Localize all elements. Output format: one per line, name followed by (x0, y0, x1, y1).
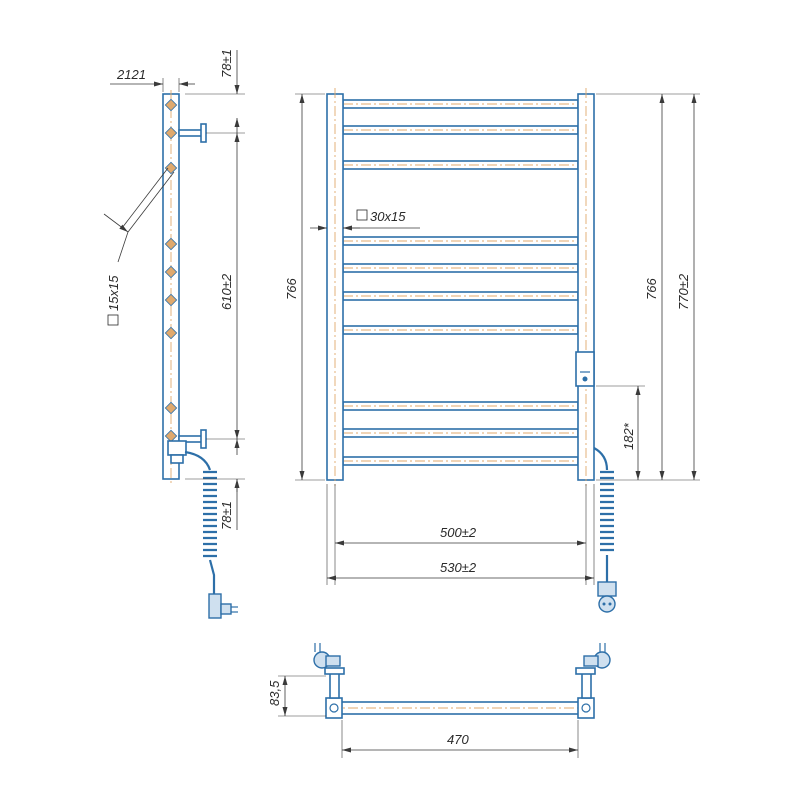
svg-text:15x15: 15x15 (106, 275, 121, 311)
dim-inner-width: 500±2 (440, 525, 477, 540)
dim-depth: 83,5 (267, 680, 282, 706)
side-heater-box (167, 440, 187, 456)
dim-pitch: 610±2 (219, 273, 234, 310)
dim-outer-width: 530±2 (440, 560, 477, 575)
front-spiral-cord (593, 447, 614, 582)
heater-control-box (575, 351, 595, 387)
dim-top-width: 470 (447, 732, 469, 747)
side-view: 15x15 2121 78±1 610±2 78±1 (103, 49, 245, 619)
top-right-tube (577, 697, 595, 719)
front-plug (597, 581, 617, 613)
dim-side-tube-section: 2121 (116, 67, 146, 82)
side-bar-markers (164, 98, 178, 443)
svg-text:30x15: 30x15 (370, 209, 406, 224)
top-left-plug (313, 643, 341, 669)
diagonal-leader (121, 167, 169, 229)
top-view: 83,5 470 (267, 643, 611, 758)
side-top-mount (178, 129, 204, 137)
dim-heater-height: 182* (621, 422, 636, 450)
dim-front-height-left: 766 (284, 278, 299, 300)
dim-bottom-offset: 78±1 (219, 501, 234, 530)
side-plug (208, 593, 238, 619)
side-spiral-cord (184, 450, 217, 595)
front-horizontal-bars (342, 99, 579, 466)
top-right-plug (583, 643, 611, 669)
front-section-label: 30x15 (356, 209, 406, 224)
front-view: 30x15 766 766 770±2 182* 500±2 530±2 (284, 88, 700, 613)
top-left-tube (325, 697, 343, 719)
heater-indicator-icon (582, 376, 588, 382)
dim-top-offset: 78±1 (219, 49, 234, 78)
front-bar-centerlines (343, 103, 578, 462)
diagonal-section-label: 15x15 (106, 275, 121, 326)
dim-front-height-right: 766 (644, 278, 659, 300)
dim-overall-height: 770±2 (676, 273, 691, 310)
